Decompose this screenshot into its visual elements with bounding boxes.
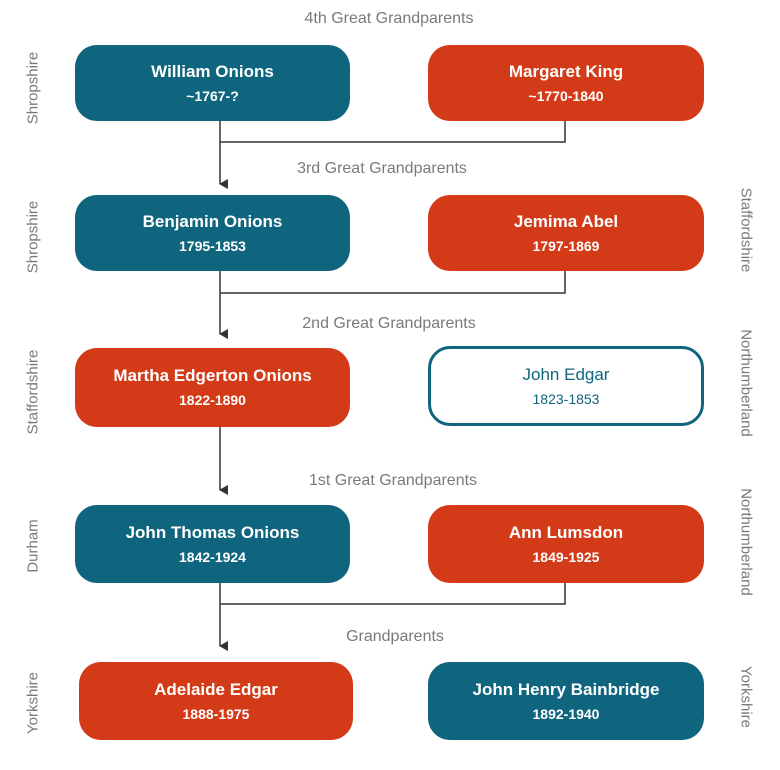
region-label-right-gen1: Northumberland [737,488,755,596]
person-dates: 1823-1853 [532,390,600,407]
person-box-ann-lumsdon: Ann Lumsdon 1849-1925 [428,505,704,583]
generation-label-4th: 4th Great Grandparents [304,10,474,27]
region-label-right-gen3: Staffordshire [737,187,755,273]
connector-1st-right [220,583,566,605]
generation-label-3rd: 3rd Great Grandparents [297,160,467,177]
person-dates: 1892-1940 [532,705,600,722]
person-name: Ann Lumsdon [508,522,624,542]
person-box-margaret-king: Margaret King ~1770-1840 [428,45,704,121]
person-box-adelaide-edgar: Adelaide Edgar 1888-1975 [79,662,353,740]
person-box-jemima-abel: Jemima Abel 1797-1869 [428,195,704,271]
generation-label-1st: 1st Great Grandparents [308,472,478,489]
person-box-john-thomas-onions: John Thomas Onions 1842-1924 [75,505,350,583]
person-dates: 1849-1925 [532,548,600,565]
region-label-right-grandparents: Yorkshire [737,666,755,728]
person-box-william-onions: William Onions ~1767-? [75,45,350,121]
connector-4th-right [220,121,566,143]
person-name: John Henry Bainbridge [472,679,660,699]
person-name: John Edgar [522,364,610,384]
generation-label-2nd: 2nd Great Grandparents [302,315,476,332]
person-name: Margaret King [508,61,624,81]
person-dates: 1888-1975 [182,705,250,722]
person-dates: ~1770-1840 [528,87,604,104]
person-dates: 1842-1924 [179,548,246,565]
person-name: William Onions [151,61,274,81]
person-dates: 1797-1869 [532,237,600,254]
region-label-left-gen4: Shropshire [24,51,42,125]
generation-label-grandparents: Grandparents [346,628,444,645]
person-dates: 1822-1890 [179,392,246,408]
region-label-left-gen1: Durham [24,519,42,573]
person-box-martha-edgerton-onions: Martha Edgerton Onions 1822-1890 [75,348,350,427]
person-name: John Thomas Onions [125,522,300,542]
person-dates: 1795-1853 [179,237,246,254]
region-label-left-gen2: Staffordshire [24,349,42,435]
region-label-left-gen3: Shropshire [24,200,42,274]
person-name: Jemima Abel [513,211,619,231]
person-name: Adelaide Edgar [154,679,278,699]
person-box-john-edgar: John Edgar 1823-1853 [428,346,704,426]
person-box-benjamin-onions: Benjamin Onions 1795-1853 [75,195,350,271]
region-label-right-gen2: Northumberland [737,329,755,437]
region-label-left-grandparents: Yorkshire [24,672,42,734]
person-name: Benjamin Onions [142,211,283,231]
connector-3rd-right [220,271,566,294]
person-box-john-henry-bainbridge: John Henry Bainbridge 1892-1940 [428,662,704,740]
person-name: Martha Edgerton Onions [113,366,312,385]
person-dates: ~1767-? [186,87,239,104]
